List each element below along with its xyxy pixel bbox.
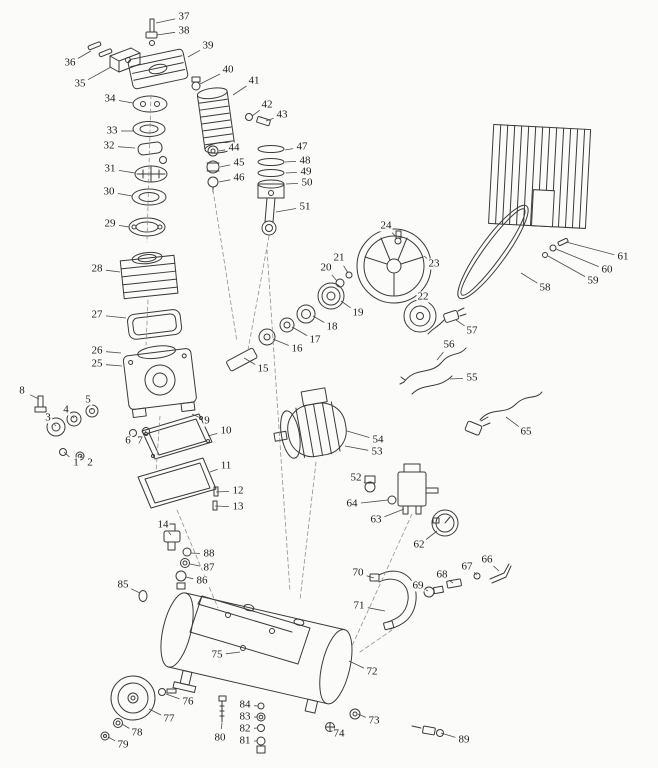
- fitting-40-part: [191, 76, 201, 91]
- fin-block-part: [488, 124, 592, 229]
- piston-assembly-part: [257, 145, 285, 236]
- valve-89-part: [411, 725, 444, 737]
- oil-drain-parts: [34, 395, 150, 461]
- check-valve-part: [364, 475, 376, 493]
- mount-fasteners-part: [542, 237, 569, 258]
- wiring-part: [399, 307, 467, 395]
- unloader-block-part: [109, 47, 141, 73]
- discharge-hose-part: [369, 563, 512, 631]
- cover-gasket-part: [137, 457, 217, 509]
- motor-part: [273, 387, 347, 459]
- power-cord-part: [464, 391, 543, 436]
- tank-fasteners-part: [218, 695, 266, 754]
- filter-fittings-part: [245, 113, 271, 127]
- leader-lines: [29, 18, 615, 742]
- pressure-gauge-part: [431, 509, 459, 537]
- pump-platform-part: [189, 595, 311, 665]
- head-gasket-part: [127, 309, 183, 340]
- tank-part: [160, 592, 353, 714]
- valve-plate-stack-part: [128, 95, 168, 237]
- wheel-parts: [100, 675, 177, 741]
- cylinder-part: [119, 251, 179, 300]
- head-cover-part: [127, 48, 189, 90]
- pulley-22-part: [403, 299, 437, 333]
- cover-screws-part: [212, 486, 219, 511]
- pressure-switch-part: [387, 463, 439, 515]
- drain-parts: [325, 708, 361, 732]
- flywheel-part: [356, 228, 432, 304]
- head-bolts-part: [87, 18, 158, 58]
- crankshaft-parts: [226, 271, 353, 372]
- crankcase-cover-part: [141, 413, 213, 460]
- regulator-parts: [138, 523, 192, 602]
- construction-lines: [145, 94, 413, 653]
- air-filter-part: [196, 87, 236, 154]
- inlet-fittings-part: [206, 145, 220, 193]
- crankcase-part: [122, 345, 197, 419]
